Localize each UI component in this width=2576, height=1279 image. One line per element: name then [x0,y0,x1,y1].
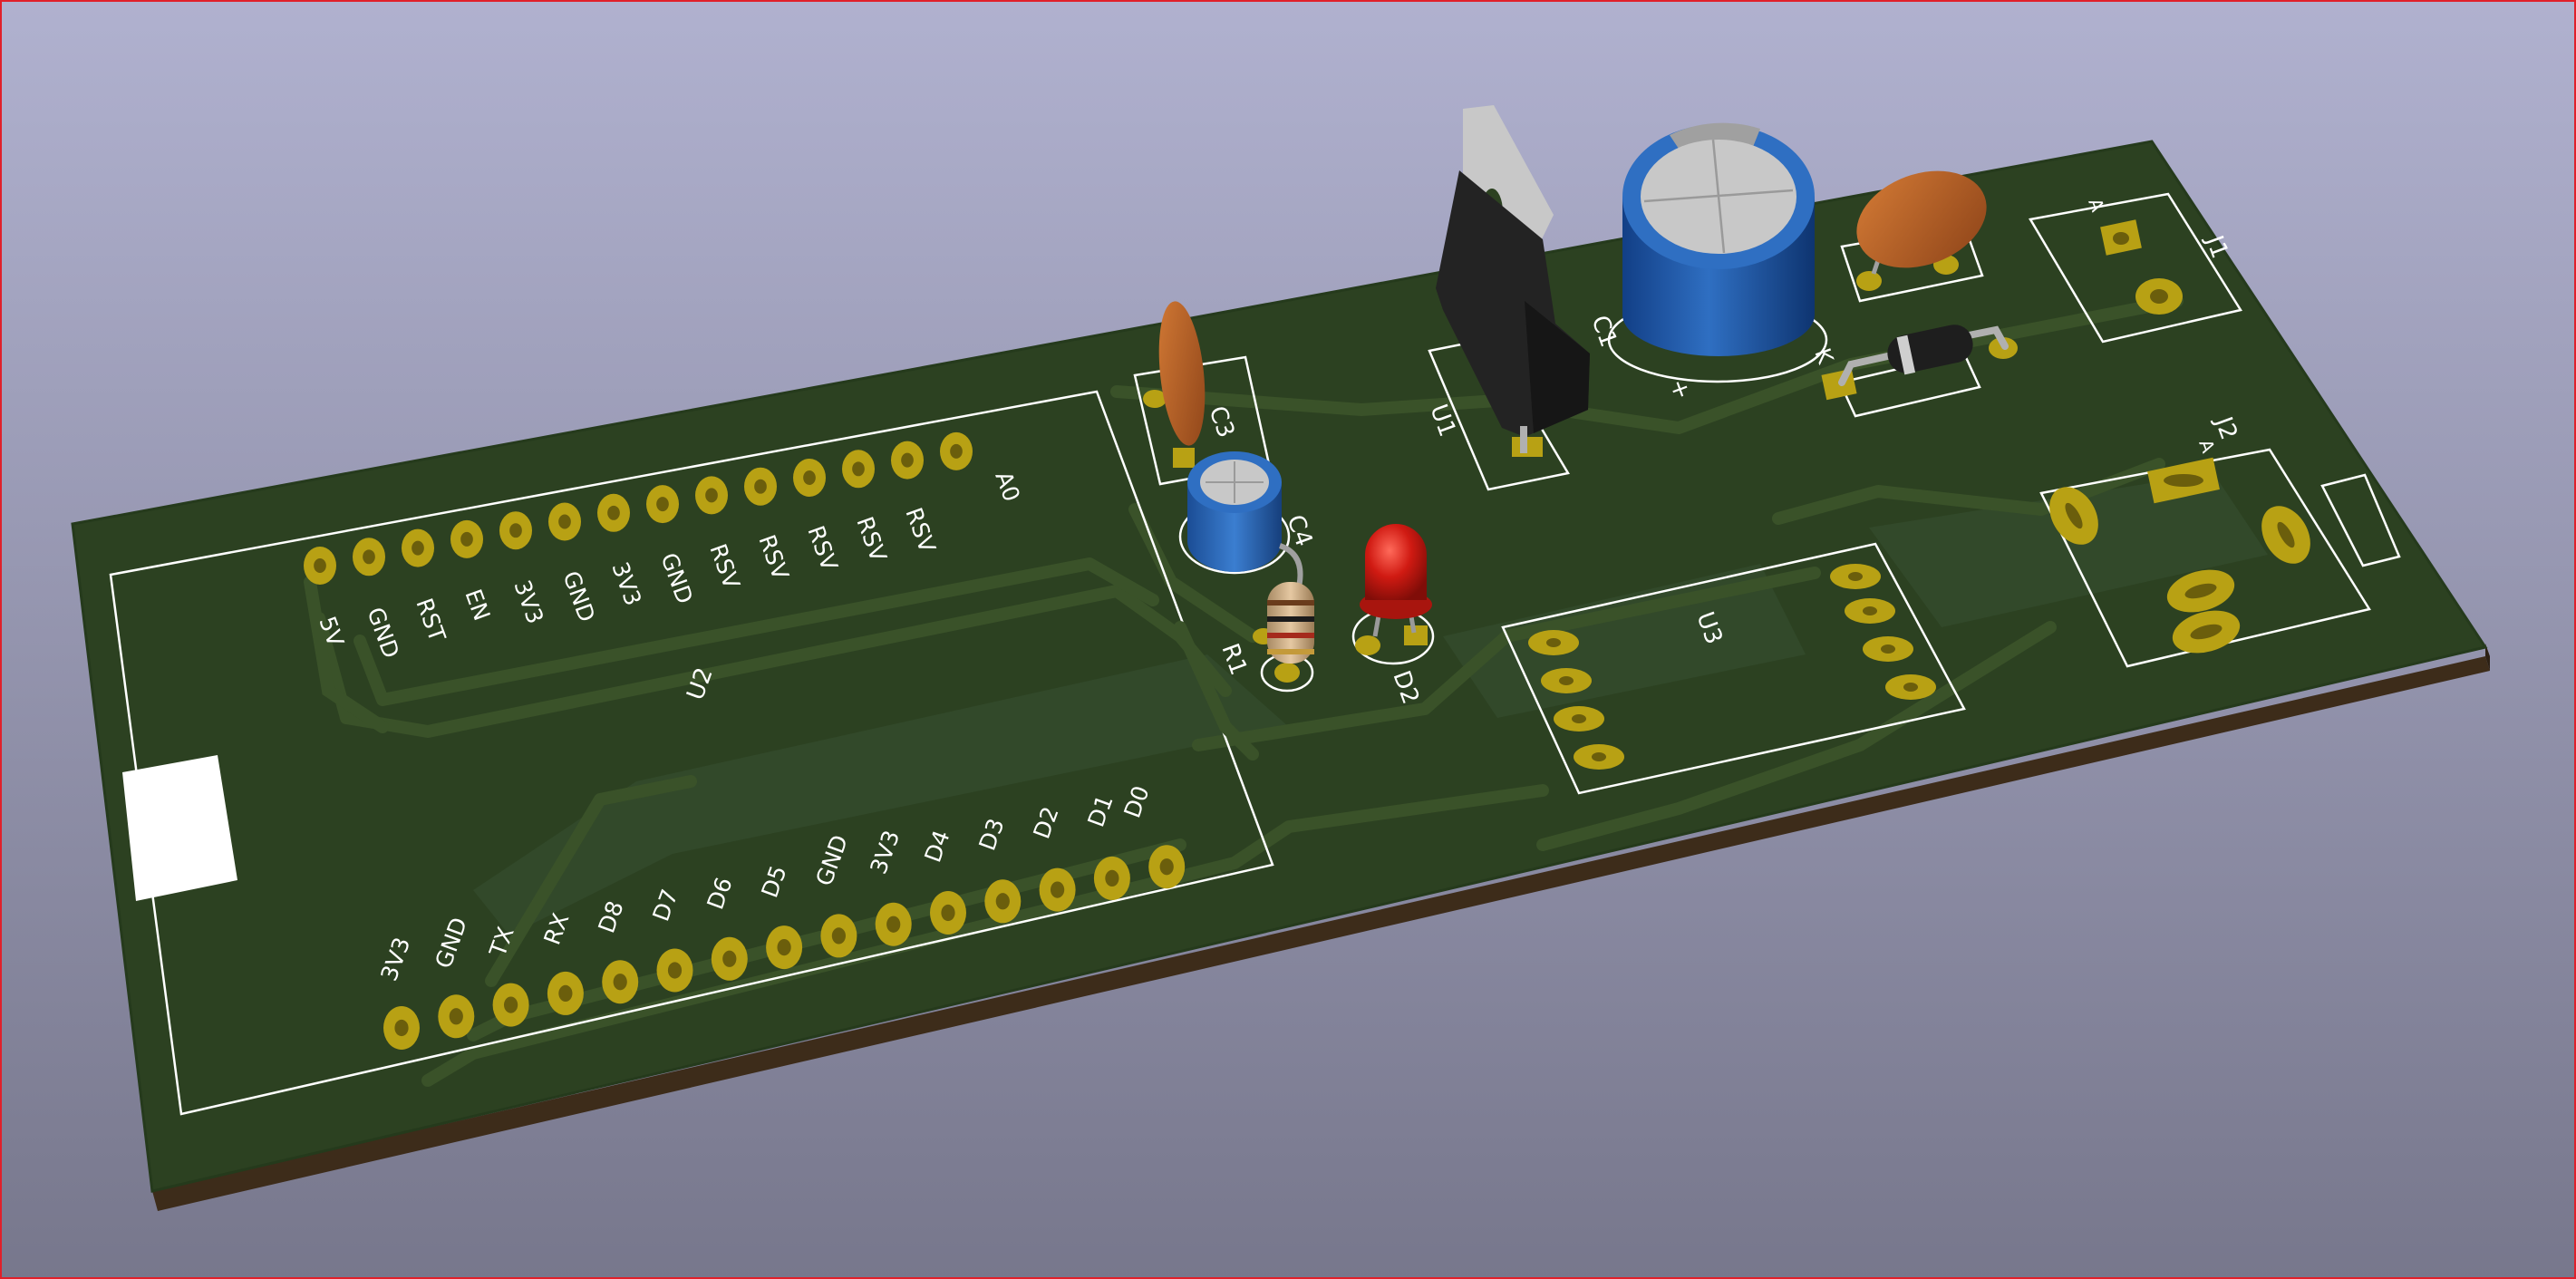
u2-bottom-pad-hole [886,916,901,933]
r1-color-band [1267,616,1314,622]
c3-ceramic-capacitor [1158,301,1206,446]
u2-bottom-pad-hole [722,950,737,967]
u2-top-header [304,431,973,585]
u2-top-pad-hole [412,540,424,556]
u2-bottom-pad-hole [394,1019,409,1037]
d2-pad [1355,635,1380,655]
u2-bottom-pad-hole [504,996,518,1013]
c1-vent [1711,139,1726,254]
u2-top-pad-hole [901,452,914,468]
u2-top-pad-hole [803,470,816,485]
d1-lead [1965,325,2009,350]
r1-color-band [1267,633,1314,638]
u3-right-pad-holes [1848,572,1918,692]
c3-pad [1173,448,1195,468]
u2-top-pad-hole [705,488,718,503]
board-right-edge [2485,644,2490,671]
u2-inner-traces [304,576,1259,761]
j2-pad-hole [2277,521,2295,548]
u2-bottom-pad-hole [995,893,1010,910]
r1-color-band [1267,649,1314,654]
j2-pad-hole [2184,583,2217,599]
d1-lead [1838,352,1895,386]
u2-bottom-pad-hole [831,927,847,945]
u2-top-pad-hole [363,549,375,565]
u2-bottom-pad-hole [1051,881,1065,898]
u2-bottom-pad-hole [667,962,683,979]
u2-bottom-pad-hole [1105,869,1119,887]
d2-pad [1404,625,1428,645]
j2-pad-hole [2164,474,2203,487]
u2-bottom-pad-hole [941,904,955,922]
u3-outline [1501,542,1966,795]
u2-top-pad-hole [558,514,571,529]
r1-color-band [1267,600,1314,606]
u2-bottom-pad-hole [613,974,627,991]
d1-cathode-band [1896,334,1916,375]
u2-top-pad-hole [509,523,522,538]
j2-pad-hole [2065,502,2083,529]
u2-top-pad-hole [656,497,669,512]
d2-led [1365,524,1427,600]
u1-body-shade [1525,301,1590,433]
u2-usb-marker [122,755,237,901]
u2-bottom-pad-hole [777,938,791,956]
c3-pad [1143,390,1167,408]
j1-pad-hole [2113,232,2129,245]
u2-bottom-pad-hole [1159,858,1174,876]
board-front-edge [152,656,2490,1211]
c2-pad [1856,271,1882,291]
u3-left-pad-holes [1546,638,1606,761]
u2-top-pad-hole [460,531,473,547]
u2-outline [109,390,1274,1116]
j1-outline [2029,192,2242,344]
u2-top-pad-hole [607,505,620,520]
u2-bottom-pad-hole [449,1008,463,1025]
j2-pad-hole [2190,624,2223,640]
r1-pad [1274,663,1300,683]
u1-lead [1520,426,1527,453]
j1-pad-hole [2150,289,2168,304]
u2-top-pad-hole [754,479,767,494]
u2-bottom-header [383,845,1186,1050]
u2-top-pad-hole [950,443,963,459]
u2-bottom-pad-hole [558,984,573,1003]
c2-ceramic-capacitor [1856,170,1987,268]
u2-top-pad-hole [852,461,865,477]
j2-outline-tab [2320,473,2401,567]
u2-top-pad-hole [314,558,326,573]
